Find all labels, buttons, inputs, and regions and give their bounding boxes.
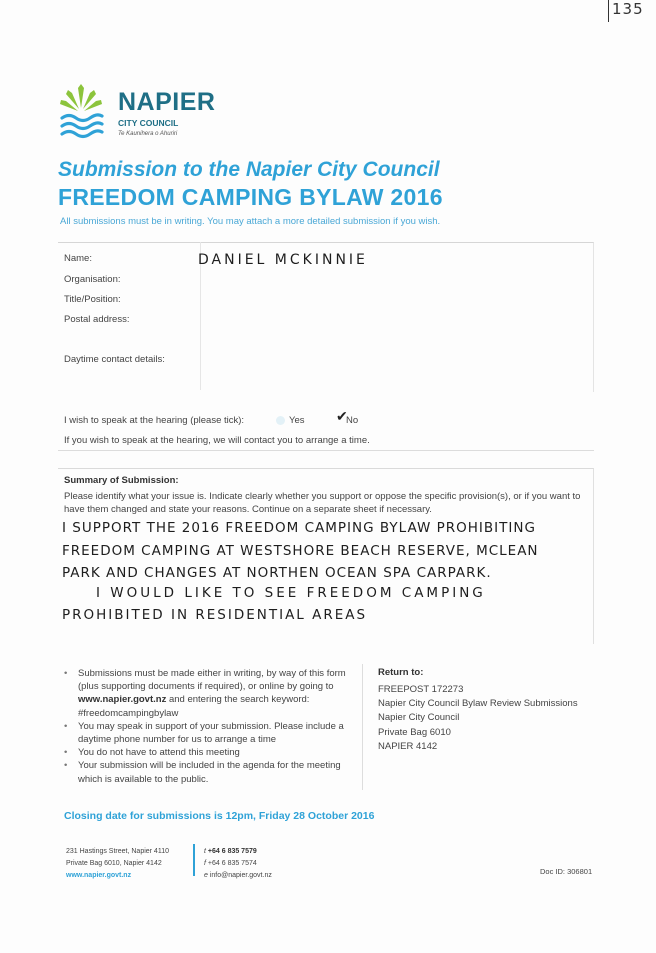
form-intro: All submissions must be in writing. You … <box>60 216 441 227</box>
summary-instructions: Please identify what your issue is. Indi… <box>64 491 581 515</box>
form-title-line2: FREEDOM CAMPING BYLAW 2016 <box>58 184 443 210</box>
address-line: 231 Hastings Street, Napier 4110 <box>66 848 169 855</box>
daytime-contact-label: Daytime contact details: <box>64 354 165 365</box>
fax-line: f +64 6 835 7574 <box>204 860 257 867</box>
return-line: Napier City Council Bylaw Review Submiss… <box>378 698 578 710</box>
yes-checkbox[interactable] <box>276 416 285 425</box>
name-label: Name: <box>64 253 92 264</box>
name-field[interactable]: DANIEL MCKINNIE <box>198 252 368 268</box>
checkmark-icon: ✔ <box>336 408 348 424</box>
napier-city-council-logo: NAPIER CITY COUNCIL Te Kaunihera o Ahuri… <box>58 80 218 142</box>
summary-handwritten-line[interactable]: PROHIBITED IN RESIDENTIAL AREAS <box>62 607 368 623</box>
contact-details-box <box>58 242 594 392</box>
summary-handwritten-line[interactable]: FREEDOM CAMPING AT WESTSHORE BEACH RESER… <box>62 543 539 559</box>
corner-mark <box>608 0 609 22</box>
form-title-line1: Submission to the Napier City Council <box>58 158 440 181</box>
notes-divider <box>362 664 363 790</box>
summary-handwritten-line[interactable]: I WOULD LIKE TO SEE FREEDOM CAMPING <box>96 585 486 601</box>
return-line: Napier City Council <box>378 712 460 724</box>
phone-line: t +64 6 835 7579 <box>204 848 257 855</box>
form-column-divider <box>200 242 201 390</box>
title-position-label: Title/Position: <box>64 294 121 305</box>
speak-info: If you wish to speak at the hearing, we … <box>64 435 370 446</box>
website-link[interactable]: www.napier.govt.nz <box>66 872 132 879</box>
footer-address: 231 Hastings Street, Napier 4110 Private… <box>66 846 169 882</box>
speak-question: I wish to speak at the hearing (please t… <box>64 415 245 426</box>
summary-title: Summary of Submission: <box>64 475 179 486</box>
summary-handwritten-line[interactable]: PARK AND CHANGES AT NORTHEN OCEAN SPA CA… <box>62 565 492 581</box>
logo-subtitle: CITY COUNCIL <box>118 118 179 128</box>
note-item: Your submission will be included in the … <box>62 759 362 785</box>
footer-contact: t +64 6 835 7579 f +64 6 835 7574 e info… <box>204 846 272 882</box>
return-title: Return to: <box>378 667 424 678</box>
note-item: You may speak in support of your submiss… <box>62 720 362 746</box>
yes-label: Yes <box>289 415 305 426</box>
logo-tagline: Te Kaunihera o Ahuriri <box>118 131 178 137</box>
note-item: Submissions must be made either in writi… <box>62 667 362 720</box>
council-emblem-icon <box>60 84 104 139</box>
return-line: FREEPOST 172273 <box>378 684 464 695</box>
divider <box>58 450 594 451</box>
organisation-label: Organisation: <box>64 274 121 285</box>
return-line: Private Bag 6010 <box>378 726 451 738</box>
footer-divider <box>193 844 195 876</box>
note-item: You do not have to attend this meeting <box>62 746 362 759</box>
no-label: No <box>346 415 359 426</box>
address-line: Private Bag 6010, Napier 4142 <box>66 860 162 867</box>
return-address: FREEPOST 172273 Napier City Council Byla… <box>378 683 578 754</box>
summary-handwritten-line[interactable]: I SUPPORT THE 2016 FREEDOM CAMPING BYLAW… <box>62 520 536 536</box>
closing-date: Closing date for submissions is 12pm, Fr… <box>64 810 375 822</box>
postal-address-label: Postal address: <box>64 314 130 325</box>
email-line[interactable]: e info@napier.govt.nz <box>204 872 272 879</box>
logo-name: NAPIER <box>118 88 216 116</box>
doc-id: Doc ID: 306801 <box>540 867 593 876</box>
submission-notes: Submissions must be made either in writi… <box>62 667 362 786</box>
page-number-note: 135 <box>612 0 644 18</box>
website-link[interactable]: www.napier.govt.nz <box>78 694 167 706</box>
return-line: NAPIER 4142 <box>378 740 438 752</box>
summary-box <box>58 468 594 644</box>
